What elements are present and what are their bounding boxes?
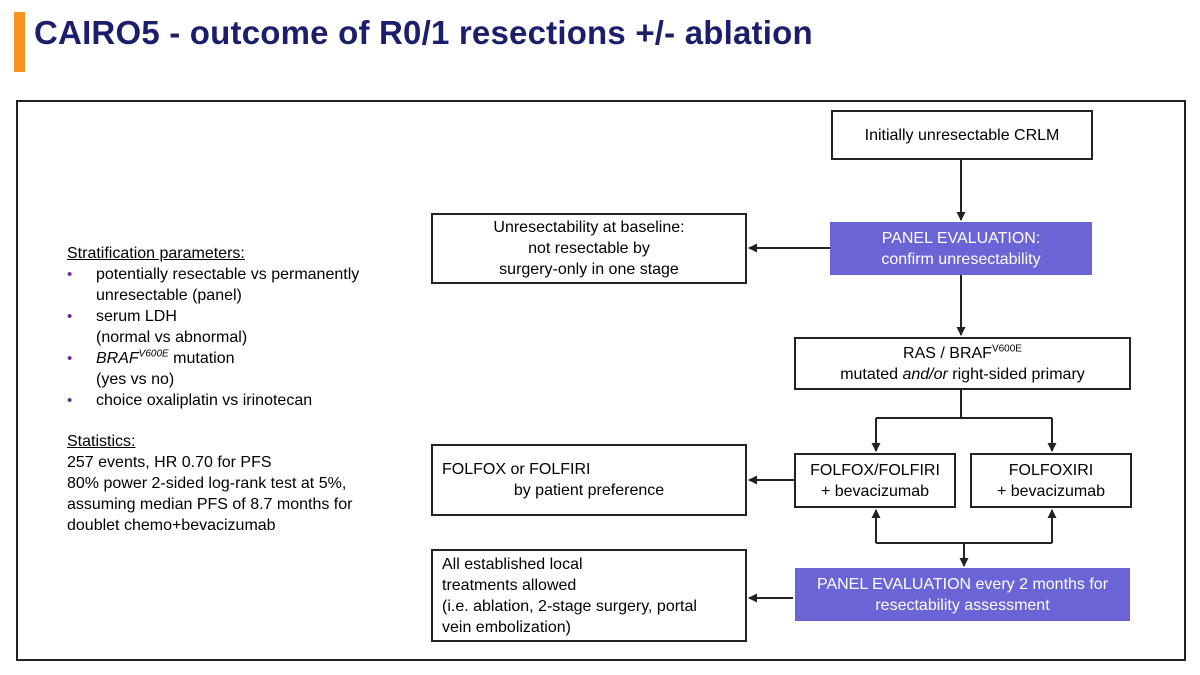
- strat-item-4-line1: choice oxaliplatin vs irinotecan: [96, 392, 313, 409]
- strat-item-3-line1: BRAFV600E mutation: [96, 348, 417, 369]
- slide-title: CAIRO5 - outcome of R0/1 resections +/- …: [34, 14, 813, 51]
- box-ras-braf: RAS / BRAFV600E mutated and/or right-sid…: [794, 337, 1131, 390]
- ras-variant: V600E: [991, 343, 1022, 355]
- folfox-folfiri-line1: FOLFOX/FOLFIRI: [810, 461, 940, 479]
- panel1-line1: PANEL EVALUATION:: [881, 229, 1041, 247]
- local-line1: All established local: [442, 555, 583, 573]
- box-folfox-folfiri-bev: FOLFOX/FOLFIRI + bevacizumab: [794, 453, 956, 508]
- local-line3: (i.e. ablation, 2-stage surgery, portal: [442, 597, 697, 615]
- ras-line2-b: and/or: [902, 365, 948, 383]
- list-item: serum LDH (normal vs abnormal): [67, 306, 417, 348]
- box-panel-evaluation-2months: PANEL EVALUATION every 2 months for rese…: [795, 568, 1130, 621]
- left-panel: Stratification parameters: potentially r…: [67, 243, 417, 536]
- braf-gene: BRAF: [96, 350, 139, 367]
- connector-ras-split: [876, 390, 1052, 419]
- unresectable-line3: surgery-only in one stage: [499, 261, 679, 278]
- statistics-block: Statistics: 257 events, HR 0.70 for PFS …: [67, 431, 417, 536]
- ras-line2: mutated and/or right-sided primary: [840, 364, 1085, 385]
- accent-bar: [14, 12, 25, 72]
- stat-line: 257 events, HR 0.70 for PFS: [67, 454, 272, 471]
- strat-item-2-line1: serum LDH: [96, 308, 177, 325]
- box-panel-evaluation: PANEL EVALUATION: confirm unresectabilit…: [830, 222, 1092, 275]
- stratification-list: potentially resectable vs permanently un…: [67, 264, 417, 411]
- panel2-line1: PANEL EVALUATION every 2 months for: [816, 575, 1109, 593]
- content-frame: [16, 100, 1186, 661]
- stat-line: assuming median PFS of 8.7 months for: [67, 496, 353, 513]
- list-item: choice oxaliplatin vs irinotecan: [67, 390, 417, 411]
- box-folfox-by-preference: FOLFOX or FOLFIRI by patient preference: [431, 444, 747, 516]
- braf-rest: mutation: [168, 350, 235, 367]
- strat-item-1-line2: unresectable (panel): [96, 287, 242, 304]
- preference-line2: by patient preference: [513, 482, 665, 499]
- list-item: BRAFV600E mutation (yes vs no): [67, 348, 417, 390]
- ras-line1: RAS / BRAFV600E: [903, 343, 1022, 364]
- panel1-line2: confirm unresectability: [881, 250, 1041, 268]
- local-line4: vein embolization): [442, 618, 571, 636]
- list-item: potentially resectable vs permanently un…: [67, 264, 417, 306]
- stat-line: doublet chemo+bevacizumab: [67, 517, 276, 534]
- ras-line2-a: mutated: [840, 365, 903, 383]
- folfox-folfiri-line2: + bevacizumab: [820, 482, 930, 500]
- panel2-line2: resectability assessment: [875, 596, 1050, 614]
- stat-line: 80% power 2-sided log-rank test at 5%,: [67, 475, 347, 492]
- folfoxiri-line1: FOLFOXIRI: [1008, 461, 1094, 479]
- unresectable-line1: Unresectability at baseline:: [493, 219, 685, 236]
- box-local-treatments: All established local treatments allowed…: [431, 549, 747, 642]
- braf-variant: V600E: [138, 348, 169, 360]
- local-line2: treatments allowed: [442, 576, 577, 594]
- unresectable-line2: not resectable by: [528, 240, 650, 257]
- stratification-heading: Stratification parameters:: [67, 245, 245, 262]
- box-folfoxiri-bev: FOLFOXIRI + bevacizumab: [970, 453, 1132, 508]
- initial-label: Initially unresectable CRLM: [864, 126, 1060, 144]
- strat-item-3-line2: (yes vs no): [96, 371, 175, 388]
- ras-line2-c: right-sided primary: [947, 365, 1085, 383]
- strat-item-2-line2: (normal vs abnormal): [96, 329, 248, 346]
- box-initially-unresectable: Initially unresectable CRLM: [831, 110, 1093, 160]
- ras-prefix: RAS / BRAF: [903, 344, 992, 362]
- folfoxiri-line2: + bevacizumab: [996, 482, 1106, 500]
- preference-line1: FOLFOX or FOLFIRI: [442, 461, 591, 478]
- strat-item-1-line1: potentially resectable vs permanently: [96, 266, 360, 283]
- box-unresectability-baseline: Unresectability at baseline: not resecta…: [431, 213, 747, 284]
- statistics-heading: Statistics:: [67, 433, 136, 450]
